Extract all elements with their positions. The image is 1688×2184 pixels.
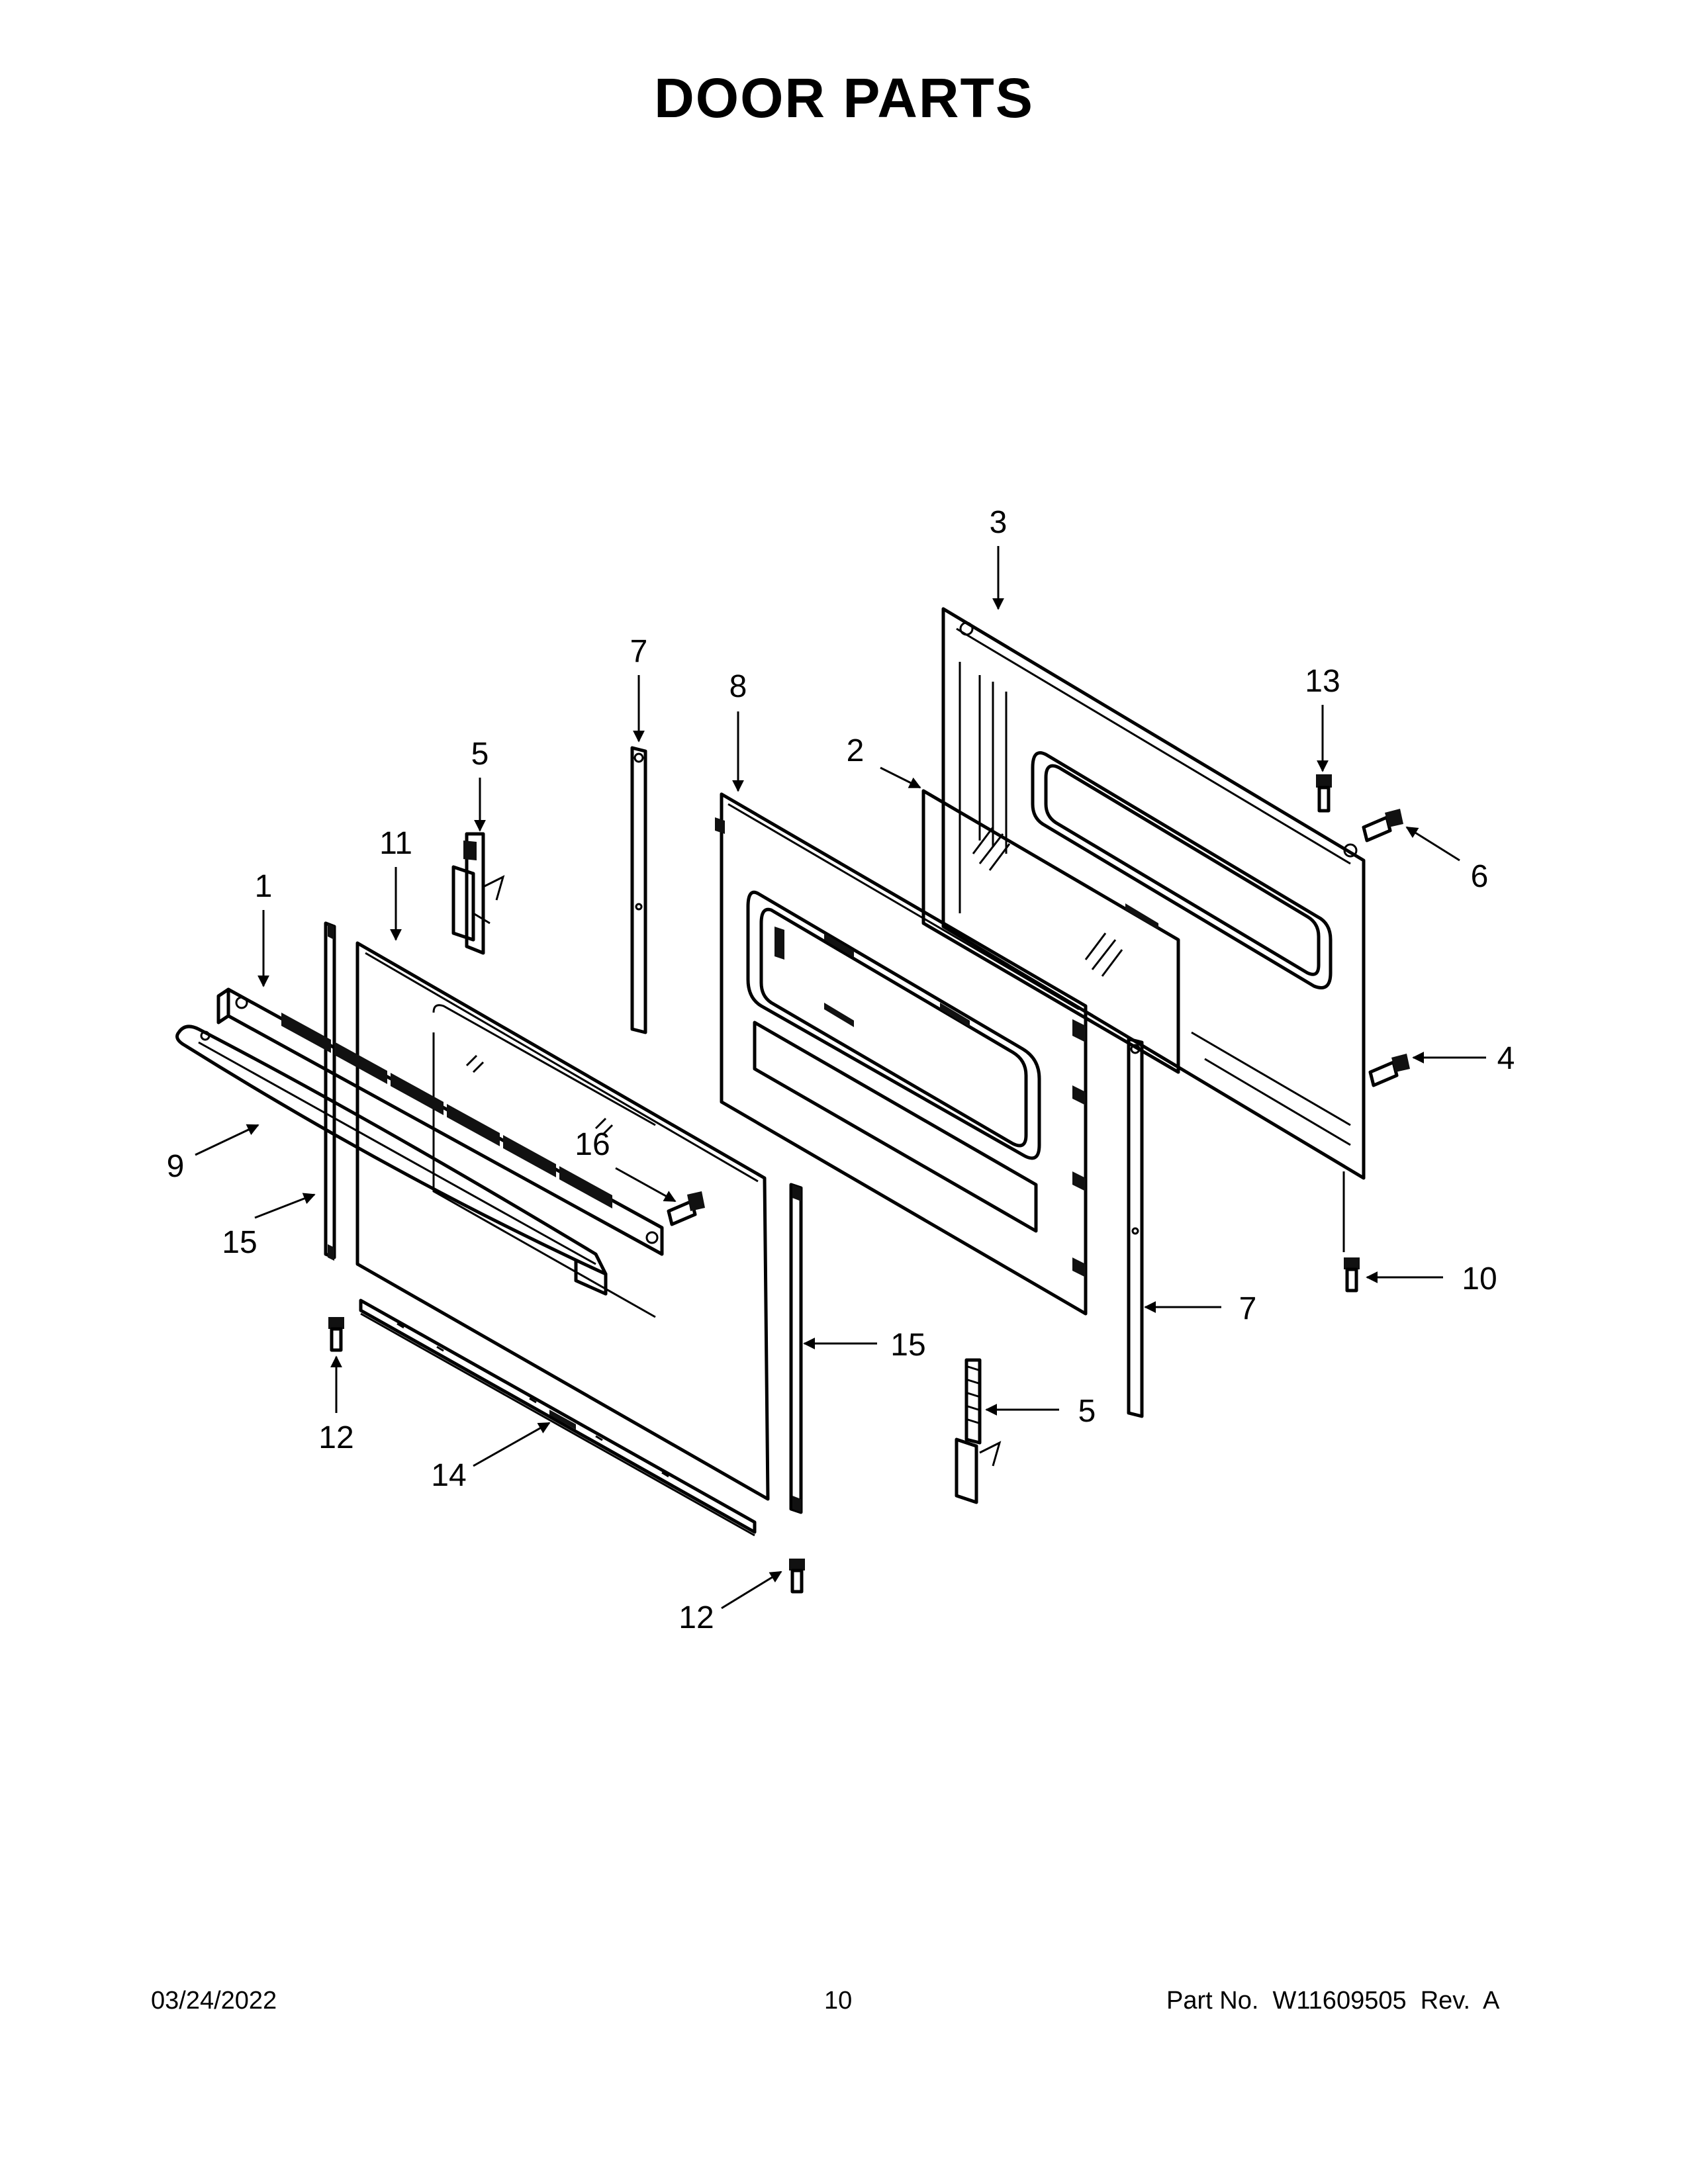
- callout-9: 9: [167, 1149, 185, 1184]
- screw-13: [1316, 774, 1332, 813]
- screw-4: [1368, 1054, 1410, 1087]
- callout-11: 11: [379, 826, 412, 861]
- leader-lines: [195, 546, 1486, 1610]
- callout-14: 14: [431, 1458, 466, 1493]
- inner-door-panel: [941, 607, 1366, 1180]
- callout-5-top: 5: [471, 737, 489, 772]
- door-glass-window: [921, 789, 1180, 1074]
- door-handle: [175, 1024, 608, 1296]
- door-channel-left: [630, 746, 647, 1034]
- callout-7-bottom: 7: [1239, 1291, 1257, 1326]
- callout-3: 3: [990, 505, 1008, 540]
- door-trim-left: [324, 921, 336, 1261]
- callout-2: 2: [847, 733, 865, 768]
- door-hinge-upper: [451, 832, 505, 955]
- callout-4: 4: [1497, 1041, 1515, 1076]
- callout-13: 13: [1305, 664, 1340, 699]
- screw-12-right: [789, 1559, 805, 1594]
- callout-12-right: 12: [679, 1600, 714, 1635]
- page-title: DOOR PARTS: [654, 67, 1034, 129]
- callout-12-left: 12: [318, 1420, 353, 1455]
- callout-1: 1: [255, 869, 273, 904]
- footer-page-number: 10: [824, 1987, 853, 2015]
- callout-labels: 3 2 8 7 5 11 1 13 6 4 10 7 5 15 16 9 15 …: [167, 505, 1515, 1635]
- callout-8: 8: [729, 669, 747, 704]
- door-trim-right: [789, 1183, 803, 1514]
- callout-15-left: 15: [222, 1225, 257, 1260]
- door-hinge-lower: [955, 1358, 1002, 1504]
- callout-6: 6: [1471, 859, 1489, 894]
- screw-12-left: [328, 1317, 344, 1352]
- callout-7-top: 7: [630, 634, 648, 669]
- vent-slots: [281, 1013, 612, 1208]
- footer-part-number: Part No. W11609505 Rev. A: [1166, 1987, 1500, 2015]
- outer-door-glass: [355, 941, 770, 1501]
- footer-date: 03/24/2022: [151, 1987, 277, 2015]
- screw-10: [1344, 1257, 1360, 1293]
- door-frame: [715, 792, 1088, 1316]
- door-vent-trim: [216, 987, 664, 1256]
- callout-16: 16: [575, 1127, 610, 1162]
- callout-15-right: 15: [890, 1328, 925, 1363]
- callout-10: 10: [1462, 1261, 1497, 1297]
- screw-6: [1362, 809, 1403, 842]
- screw-16: [667, 1191, 705, 1226]
- door-bottom-trim: [359, 1298, 757, 1537]
- callout-5-bottom: 5: [1078, 1394, 1096, 1429]
- door-channel-right: [1127, 1037, 1144, 1418]
